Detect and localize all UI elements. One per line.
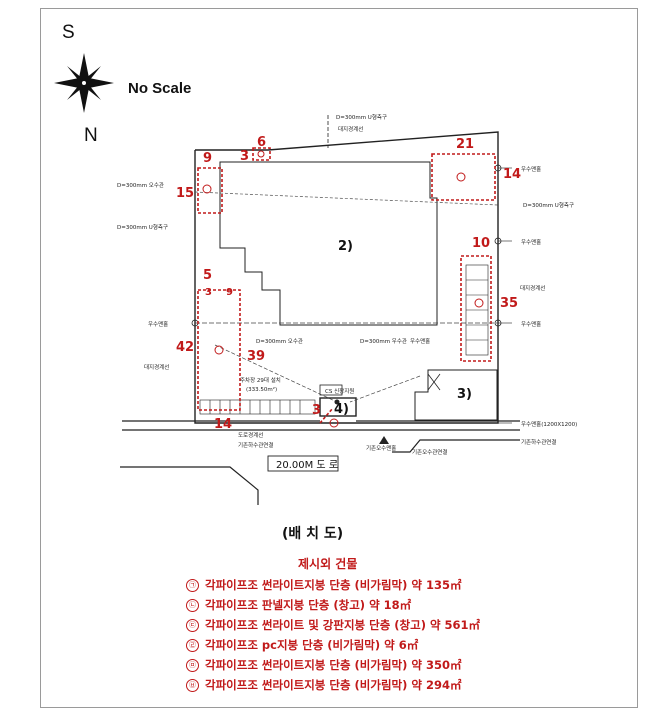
extra-structure-zones [197,147,496,424]
annotation-pipe-right1: D=300mm U형측구 [523,201,574,209]
marker-mieum-icon [474,298,484,308]
legend-item-text: 각파이프조 pc지붕 단층 (비가림막) 약 6㎡ [205,638,419,652]
marker-bieup-icon [456,172,466,182]
road-label: 20.00M 도 로 [276,460,338,471]
drawing-frame [40,8,638,708]
annotation-exist-sewer: 기존오수맨홀 [366,444,396,452]
marker-giyeok-icon: ㉠ [186,579,199,592]
building-4-label: 4) [334,402,349,417]
legend-item: ㉥ 각파이프조 썬라이트지붕 단층 (비가림막) 약 294㎡ [186,675,480,695]
annotation-parking: 주차장 29대 설치 [240,376,281,384]
annotation-parking-area: (333.50m²) [246,386,277,393]
dim-5: 5 [203,268,212,283]
annotation-pipe-top: D=300mm U형측구 [336,113,387,121]
compass-south-label: S [62,22,75,43]
annotation-rain-big: 우수맨홀(1200X1200) [521,420,577,428]
dim-14-right: 14 [503,167,521,182]
annotation-rain-3: 우수맨홀 [521,320,541,328]
road [120,420,520,505]
annotation-guard: CS 신장지원 [325,387,354,395]
legend-title: 제시외 건물 [298,557,358,571]
annotation-rain-5: 우수맨홀 [410,337,430,345]
dim-14-bottom: 14 [214,417,232,432]
marker-mieum-icon: ㉤ [186,659,199,672]
dim-21: 21 [456,137,474,152]
legend-item-text: 각파이프조 썬라이트 및 강판지붕 단층 (창고) 약 561㎡ [205,618,481,632]
legend-item-text: 각파이프조 썬라이트지붕 단층 (비가림막) 약 135㎡ [205,578,462,592]
annotation-pipe-left1: D=300mm 오수관 [117,181,164,189]
marker-nieun-icon: ㉡ [186,599,199,612]
building-3-label: 3) [457,387,472,402]
dim-10: 10 [472,236,490,251]
parking-stalls [199,264,489,415]
plan-caption: (배 치 도) [282,526,344,542]
marker-bieup-icon: ㉥ [186,679,199,692]
legend-list: ㉠ 각파이프조 썬라이트지붕 단층 (비가림막) 약 135㎡ ㉡ 각파이프조 판넬… [186,575,480,695]
annotation-exist-link: 기존오수관연결 [412,448,447,456]
dim-6: 6 [257,135,266,150]
annotation-rain-1: 우수맨홀 [521,165,541,173]
legend-item: ㉡ 각파이프조 판넬지붕 단층 (창고) 약 18㎡ [186,595,480,615]
legend-item-text: 각파이프조 썬라이트지붕 단층 (비가림막) 약 350㎡ [205,658,462,672]
marker-rieul-icon: ㉣ [186,639,199,652]
annotation-pipe-left2: D=300mm U형측구 [117,223,168,231]
marker-digeut-icon: ㉢ [186,619,199,632]
marker-giyeok-icon [202,184,212,194]
legend-item-text: 각파이프조 판넬지붕 단층 (창고) 약 18㎡ [205,598,412,612]
annotation-pipe-mid2: D=300mm 우수관 [360,337,407,345]
annotation-boundary-right: 대지경계선 [520,284,545,292]
compass-north-label: N [84,125,98,146]
dim-3-left: 3 [205,287,212,298]
annotation-pipe-mid1: D=300mm 오수관 [256,337,303,345]
legend-item: ㉤ 각파이프조 썬라이트지붕 단층 (비가림막) 약 350㎡ [186,655,480,675]
marker-nieun-icon [257,150,265,158]
legend-item: ㉠ 각파이프조 썬라이트지붕 단층 (비가림막) 약 135㎡ [186,575,480,595]
dim-42: 42 [176,340,194,355]
annotation-boundary-left: 대지경계선 [144,363,169,371]
legend-item: ㉢ 각파이프조 썬라이트 및 강판지붕 단층 (창고) 약 561㎡ [186,615,480,635]
annotation-rain-4: 우수맨홀 [148,320,168,328]
annotation-exist-rain-link: 기존하수관연결 [521,438,556,446]
building-2-label: 2) [338,239,353,254]
building-2-outline [219,161,438,326]
annotation-rain-2: 우수맨홀 [521,238,541,246]
building-3-outline [414,369,498,421]
dim-35: 35 [500,296,518,311]
dim-9-top: 9 [203,151,212,166]
site-boundary [194,131,499,424]
annotation-road-boundary: 도로경계선 [238,431,263,439]
compass-rose-icon [54,53,114,113]
dim-3-bottom: 3 [312,403,321,418]
building-4-outline [319,397,357,417]
legend-item: ㉣ 각파이프조 pc지붕 단층 (비가림막) 약 6㎡ [186,635,480,655]
dim-15: 15 [176,186,194,201]
marker-rieul-icon [329,418,339,428]
annotation-boundary-top: 대지경계선 [338,125,363,133]
dim-39: 39 [247,349,265,364]
marker-digeut-icon [214,345,224,355]
annotation-sewer-link: 기존하수관연결 [238,441,273,449]
dim-9-left: 9 [226,287,233,298]
legend-item-text: 각파이프조 썬라이트지붕 단층 (비가림막) 약 294㎡ [205,678,462,692]
no-scale-note: No Scale [128,80,192,97]
dim-3-top: 3 [240,149,249,164]
